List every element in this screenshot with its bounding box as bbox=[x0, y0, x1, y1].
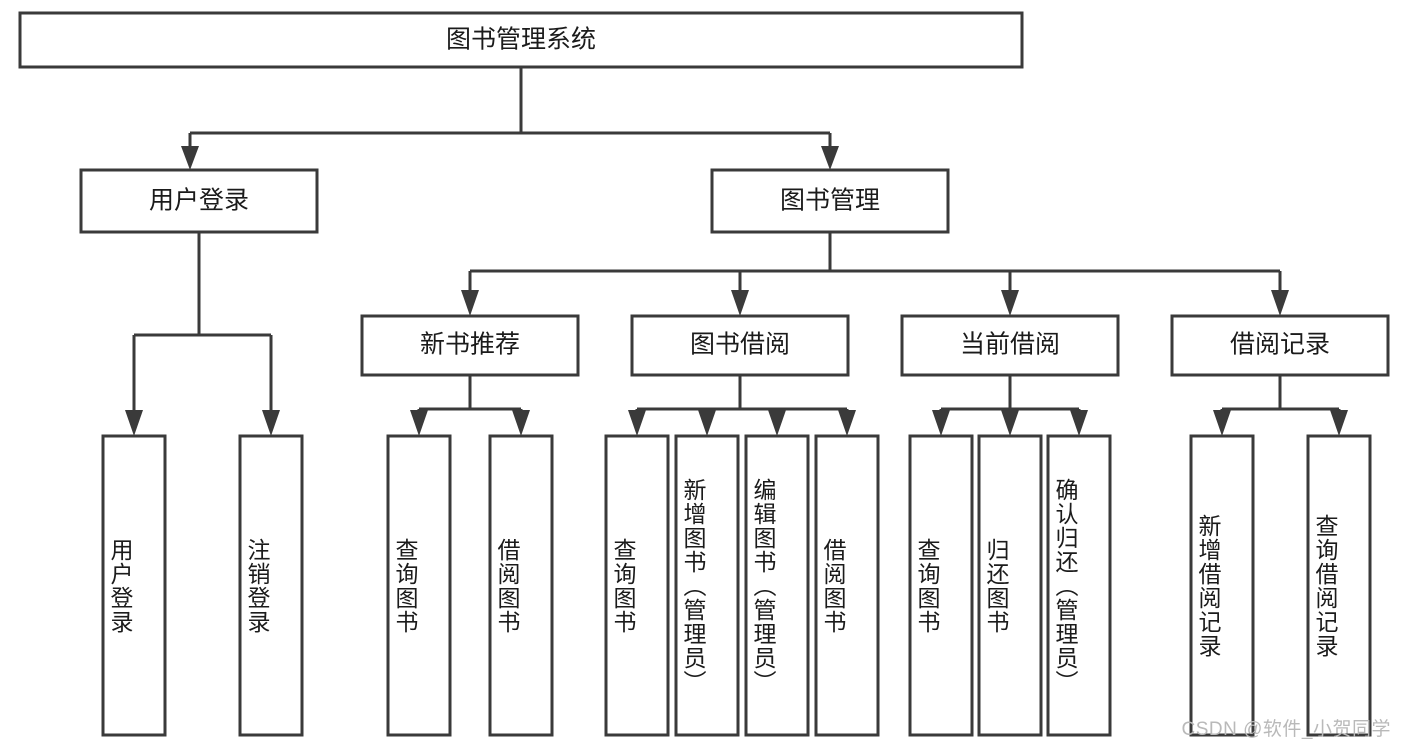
connector-root-to-level2 bbox=[181, 67, 839, 170]
leaf-node[interactable]: 归还图书 bbox=[977, 434, 1043, 737]
leaf-label: 查询图书 bbox=[914, 537, 941, 634]
node-root-label: 图书管理系统 bbox=[446, 26, 596, 54]
connector-bookborrow-to-leaves bbox=[628, 375, 856, 436]
arrow-head-icon bbox=[1001, 410, 1019, 436]
node-book-borrow-label: 图书借阅 bbox=[690, 331, 790, 359]
leaf-node[interactable]: 用户登录 bbox=[101, 434, 167, 737]
arrow-head-icon bbox=[1001, 290, 1019, 316]
leaf-label: 查询图书 bbox=[610, 537, 637, 634]
arrow-head-icon bbox=[262, 410, 280, 436]
node-new-book-recommend[interactable]: 新书推荐 bbox=[360, 314, 580, 377]
leaf-label: 新增借阅记录 bbox=[1195, 513, 1222, 658]
leaf-node[interactable]: 查询图书 bbox=[604, 434, 670, 737]
arrow-head-icon bbox=[731, 290, 749, 316]
leaf-node[interactable]: 查询图书 bbox=[908, 434, 974, 737]
node-user-login-label: 用户登录 bbox=[149, 187, 249, 215]
leaf-node[interactable]: 查询借阅记录 bbox=[1306, 434, 1372, 737]
arrow-head-icon bbox=[932, 410, 950, 436]
connector-newbook-to-leaves bbox=[410, 375, 530, 436]
leaf-node[interactable]: 确认归还（管理员） bbox=[1046, 434, 1112, 737]
arrow-head-icon bbox=[512, 410, 530, 436]
node-book-management[interactable]: 图书管理 bbox=[710, 168, 950, 234]
node-current-borrow[interactable]: 当前借阅 bbox=[900, 314, 1120, 377]
arrow-head-icon bbox=[181, 146, 199, 170]
connector-userlogin-to-leaves bbox=[125, 232, 280, 436]
leaf-label: 用户登录 bbox=[107, 537, 134, 634]
leaf-label: 注销登录 bbox=[244, 537, 271, 634]
node-borrow-record-label: 借阅记录 bbox=[1230, 331, 1330, 359]
leaf-label: 确认归还（管理员） bbox=[1052, 477, 1079, 694]
leaf-label: 查询图书 bbox=[392, 537, 419, 634]
arrow-head-icon bbox=[698, 410, 716, 436]
arrow-head-icon bbox=[1213, 410, 1231, 436]
leaf-node[interactable]: 编辑图书（管理员） bbox=[744, 434, 810, 737]
csdn-watermark: CSDN @软件_小贺同学 bbox=[1181, 719, 1391, 740]
arrow-head-icon bbox=[1330, 410, 1348, 436]
arrow-head-icon bbox=[410, 410, 428, 436]
arrow-head-icon bbox=[1070, 410, 1088, 436]
leaf-label: 借阅图书 bbox=[820, 537, 847, 634]
node-user-login[interactable]: 用户登录 bbox=[79, 168, 319, 234]
leaf-node[interactable]: 查询图书 bbox=[386, 434, 452, 737]
leaf-node[interactable]: 新增借阅记录 bbox=[1189, 434, 1255, 737]
node-book-borrow[interactable]: 图书借阅 bbox=[630, 314, 850, 377]
node-current-borrow-label: 当前借阅 bbox=[960, 331, 1060, 359]
leaf-label: 归还图书 bbox=[983, 537, 1010, 634]
leaf-node[interactable]: 借阅图书 bbox=[814, 434, 880, 737]
leaf-label: 编辑图书（管理员） bbox=[750, 477, 777, 694]
arrow-head-icon bbox=[628, 410, 646, 436]
connector-borrowrecord-to-leaves bbox=[1213, 375, 1348, 436]
connector-bookmgmt-to-level3 bbox=[461, 232, 1289, 316]
leaf-node[interactable]: 新增图书（管理员） bbox=[674, 434, 740, 737]
node-book-management-label: 图书管理 bbox=[780, 187, 880, 215]
leaf-label: 查询借阅记录 bbox=[1312, 513, 1339, 658]
arrow-head-icon bbox=[1271, 290, 1289, 316]
node-root-book-management-system[interactable]: 图书管理系统 bbox=[18, 11, 1024, 69]
leaf-label: 借阅图书 bbox=[494, 537, 521, 634]
node-borrow-record[interactable]: 借阅记录 bbox=[1170, 314, 1390, 377]
leaf-node[interactable]: 借阅图书 bbox=[488, 434, 554, 737]
arrow-head-icon bbox=[768, 410, 786, 436]
node-new-book-recommend-label: 新书推荐 bbox=[420, 331, 520, 359]
arrow-head-icon bbox=[821, 146, 839, 170]
arrow-head-icon bbox=[125, 410, 143, 436]
leaf-node[interactable]: 注销登录 bbox=[238, 434, 304, 737]
connector-currentborrow-to-leaves bbox=[932, 375, 1088, 436]
leaf-label: 新增图书（管理员） bbox=[680, 477, 707, 694]
arrow-head-icon bbox=[838, 410, 856, 436]
arrow-head-icon bbox=[461, 290, 479, 316]
